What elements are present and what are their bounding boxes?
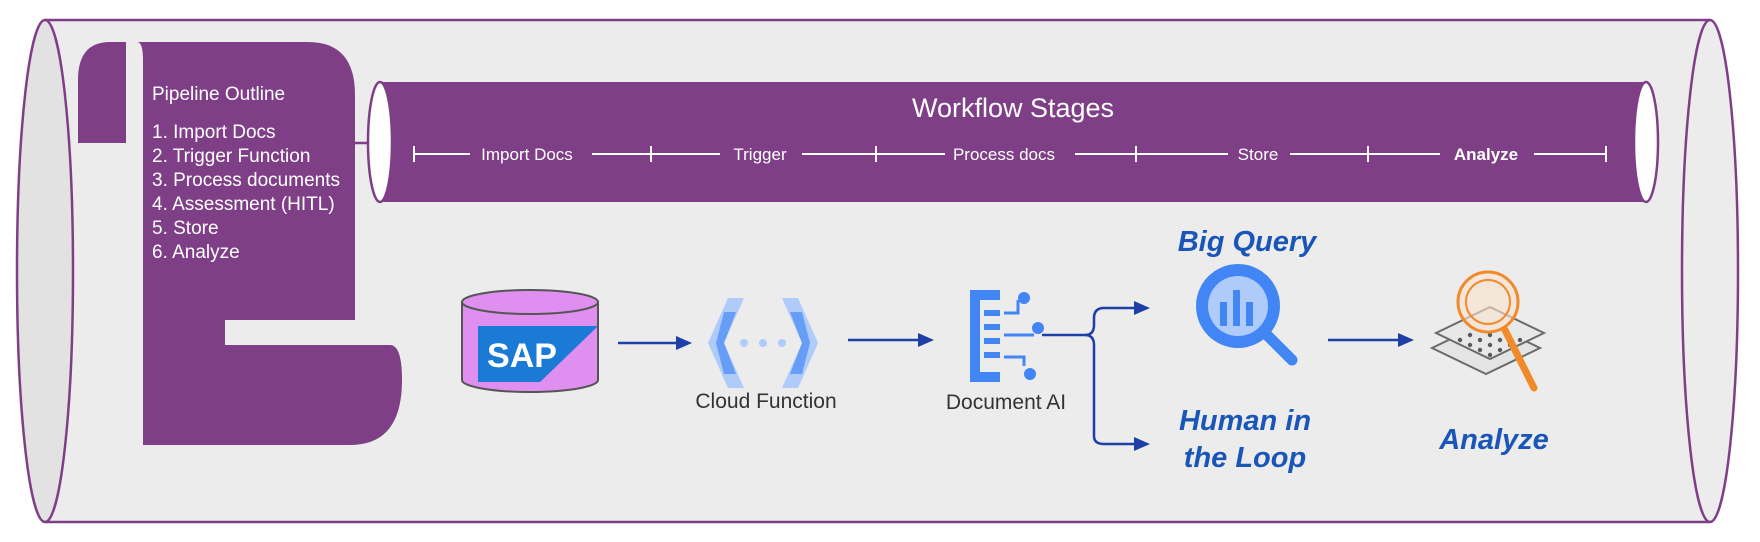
- stage-analyze: Analyze: [1454, 145, 1518, 164]
- stage-process-docs: Process docs: [953, 145, 1055, 164]
- outline-item-5: 5. Store: [152, 218, 219, 239]
- document-ai-label: Document AI: [946, 391, 1066, 414]
- document-ai-icon: [970, 290, 1044, 382]
- big-query-label: Big Query: [1178, 226, 1318, 258]
- outline-item-2: 2. Trigger Function: [152, 146, 310, 167]
- workflow-stages-cylinder: Workflow Stages Import Docs Trigger Proc…: [366, 80, 1660, 204]
- arrow-sap-to-cloud-function: [618, 336, 692, 350]
- outline-item-4: 4. Assessment (HITL): [152, 194, 335, 215]
- big-query-icon: [1196, 264, 1298, 366]
- sap-database-icon: SAP: [461, 289, 599, 393]
- workflow-title: Workflow Stages: [912, 93, 1114, 123]
- sap-logo-text: SAP: [487, 337, 557, 375]
- stage-trigger: Trigger: [733, 145, 787, 164]
- arrow-cloud-function-to-document-ai: [848, 333, 934, 347]
- outline-title: Pipeline Outline: [152, 84, 285, 105]
- outline-item-6: 6. Analyze: [152, 242, 240, 263]
- hitl-label-line1: Human in: [1179, 405, 1311, 437]
- analyze-icon: [1429, 270, 1547, 392]
- stage-import-docs: Import Docs: [481, 145, 573, 164]
- outline-item-1: 1. Import Docs: [152, 122, 276, 143]
- arrow-document-ai-branch: [1042, 301, 1150, 451]
- cloud-function-icon: [708, 298, 818, 388]
- outline-item-3: 3. Process documents: [152, 170, 340, 191]
- cloud-function-label: Cloud Function: [695, 390, 836, 413]
- arrow-big-query-to-analyze: [1328, 333, 1414, 347]
- analyze-label: Analyze: [1438, 424, 1549, 456]
- stage-store: Store: [1238, 145, 1279, 164]
- hitl-label-line2: the Loop: [1184, 442, 1306, 474]
- pipeline-outline-scroll: Pipeline Outline 1. Import Docs 2. Trigg…: [78, 42, 402, 445]
